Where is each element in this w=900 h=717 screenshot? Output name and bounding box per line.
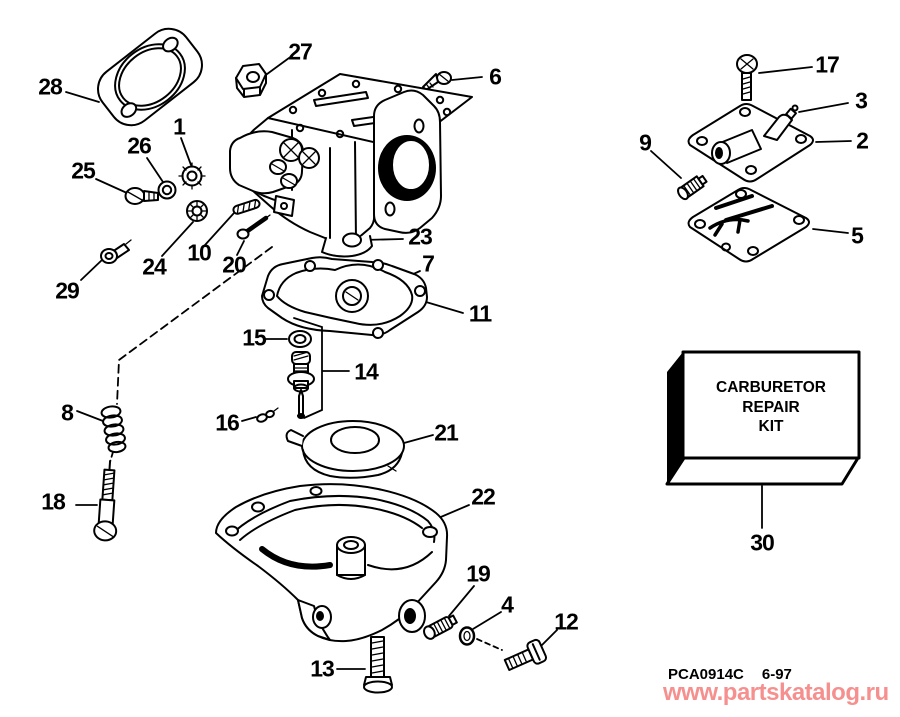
- callout-22: 22: [471, 483, 496, 510]
- date-code: 6-97: [761, 666, 792, 683]
- part-6-screw: [422, 71, 452, 91]
- part-25-screw: [124, 187, 159, 205]
- part-carburetor-body: [229, 73, 473, 258]
- callout-14: 14: [354, 358, 379, 385]
- leader-25: [95, 178, 128, 194]
- part-21-float: [285, 420, 405, 479]
- kit-box-line2: REPAIR: [742, 399, 799, 416]
- leader-19: [448, 585, 475, 617]
- callout-27: 27: [288, 38, 313, 65]
- leader-11: [425, 301, 464, 314]
- part-3-nipple: [785, 104, 799, 120]
- leader-2: [815, 140, 852, 143]
- callout-28: 28: [38, 73, 63, 100]
- part-9-plug: [677, 174, 708, 201]
- callout-10: 10: [187, 239, 212, 266]
- part-1-lock-washer: [178, 162, 206, 190]
- leader-17: [758, 66, 813, 74]
- callout-16: 16: [215, 409, 240, 436]
- part-14-needle-valve: [287, 317, 350, 419]
- part-22-float-bowl: [215, 483, 449, 643]
- leader-20: [236, 240, 245, 256]
- leader-21: [403, 434, 434, 444]
- callout-29: 29: [55, 277, 80, 304]
- part-8-spring: [100, 405, 127, 454]
- leader-27: [262, 57, 290, 78]
- callout-12: 12: [554, 608, 579, 635]
- leader-3: [798, 102, 849, 113]
- callout-25: 25: [71, 157, 96, 184]
- callout-23: 23: [408, 223, 433, 250]
- part-5-diaphragm: [687, 187, 810, 263]
- part-15-washer: [288, 330, 312, 348]
- part-23-oring: [342, 232, 362, 248]
- leader-26: [146, 157, 164, 183]
- leader-9: [650, 150, 682, 179]
- leader-29: [80, 258, 104, 281]
- leader-28: [65, 91, 100, 103]
- part-24-star-washer: [186, 200, 208, 222]
- callout-24: 24: [142, 253, 167, 280]
- callout-15: 15: [242, 324, 267, 351]
- callout-21: 21: [434, 419, 459, 446]
- leader-16: [241, 416, 257, 422]
- callout-9: 9: [639, 129, 652, 156]
- part-10-roll-pin: [232, 198, 261, 215]
- callout-19: 19: [466, 560, 491, 587]
- part-29-plug: [100, 239, 132, 264]
- part-17-screw: [736, 54, 758, 101]
- drawing-code: PCA0914C 6-97: [668, 666, 792, 683]
- callout-3: 3: [855, 87, 868, 114]
- leader-5: [812, 228, 849, 234]
- part-13-bolt: [363, 636, 393, 694]
- callout-7: 7: [422, 250, 435, 277]
- callout-13: 13: [310, 655, 335, 682]
- leader-8: [76, 410, 104, 422]
- part-30-repair-kit-box: CARBURETOR REPAIR KIT: [665, 350, 861, 486]
- callout-1: 1: [173, 113, 186, 140]
- callout-17: 17: [815, 51, 840, 78]
- callout-11: 11: [468, 300, 492, 327]
- part-18-needle-screw: [93, 460, 118, 542]
- leader-12: [539, 629, 558, 648]
- leader-24: [161, 221, 194, 257]
- leader-10: [204, 212, 235, 246]
- kit-box-line3: KIT: [759, 418, 785, 435]
- callout-30: 30: [750, 529, 775, 556]
- part-28-mount-gasket: [97, 27, 203, 127]
- callout-8: 8: [61, 399, 74, 426]
- part-19-idle-screw: [423, 614, 458, 640]
- part-7-11-gasket: [261, 256, 428, 339]
- kit-box-line1: CARBURETOR: [716, 379, 826, 396]
- callout-5: 5: [851, 222, 864, 249]
- part-12-screw: [503, 638, 548, 672]
- part-16-clip: [256, 407, 279, 423]
- part-20-pin: [236, 214, 271, 240]
- part-2-pump-cover: [687, 103, 814, 183]
- callout-18: 18: [41, 488, 66, 515]
- callout-26: 26: [127, 132, 152, 159]
- leader-1: [180, 137, 192, 166]
- part-code: PCA0914C: [668, 666, 744, 683]
- callout-6: 6: [489, 63, 502, 90]
- part-4-oring: [458, 626, 476, 646]
- callout-20: 20: [222, 251, 247, 278]
- leader-6: [451, 76, 483, 81]
- callout-2: 2: [856, 127, 869, 154]
- part-27-nut: [235, 63, 267, 98]
- callout-4: 4: [501, 591, 514, 618]
- watermark-url: www.partskatalog.ru: [663, 679, 889, 706]
- leader-4: [472, 611, 502, 630]
- part-26-washer: [157, 180, 177, 200]
